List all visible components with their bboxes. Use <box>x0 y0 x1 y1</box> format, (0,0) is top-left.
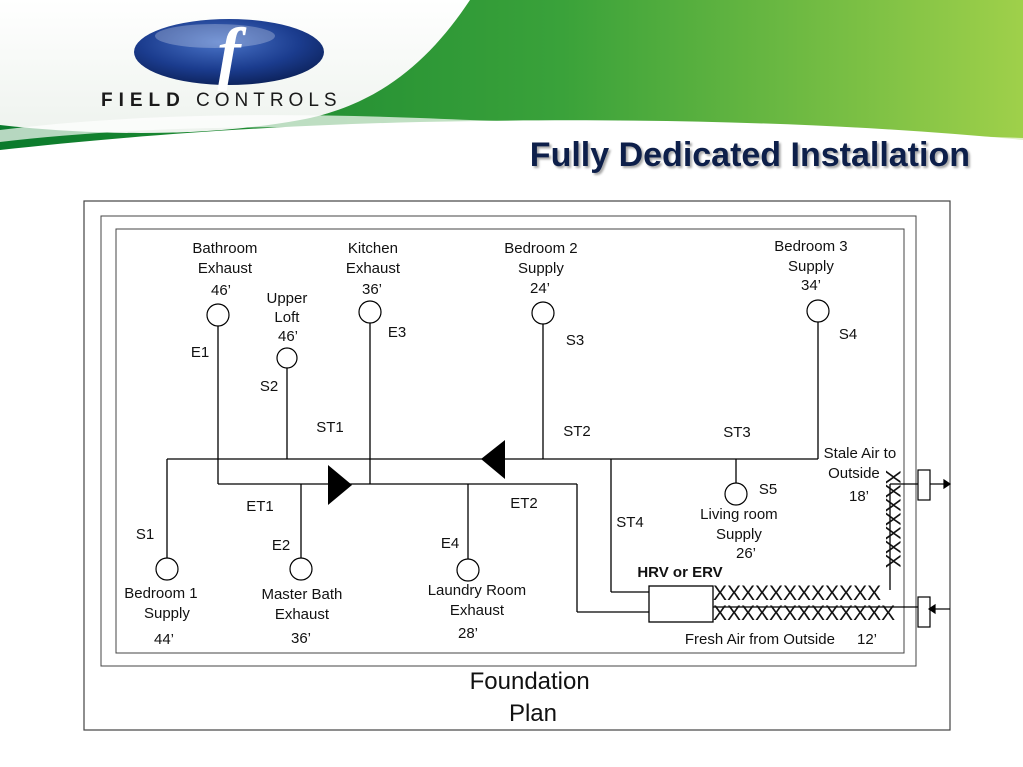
foundation-plan-label: Foundation Plan <box>470 668 597 727</box>
insulation-x-row-2: XXXXXXXXXXXXX <box>713 602 895 625</box>
duct-label-s3: S3 <box>566 332 584 349</box>
diffuser-kitchen-exhaust <box>358 300 382 324</box>
duct-label-st3: ST3 <box>723 424 751 441</box>
duct-label-s2: S2 <box>260 378 278 395</box>
diffuser-bathroom-exhaust <box>206 303 230 327</box>
wall-outer <box>100 215 917 667</box>
label-living-room-supply: Living room Supply 26’ <box>700 506 782 562</box>
label-fresh-air: Fresh Air from Outside 12’ <box>685 631 877 648</box>
header-banner: f FIELD CONTROLS <box>0 0 1023 200</box>
diffuser-bedroom2-supply <box>531 301 555 325</box>
diffuser-upper-loft <box>276 347 298 369</box>
duct-label-s5: S5 <box>759 481 777 498</box>
diffuser-bedroom3-supply <box>806 299 830 323</box>
duct-label-e4: E4 <box>441 535 459 552</box>
label-upper-loft: Upper Loft 46’ <box>266 290 311 345</box>
label-stale-air: Stale Air to Outside 18’ <box>824 445 901 505</box>
brand-controls: CONTROLS <box>196 90 342 111</box>
field-controls-logo: f <box>134 15 324 92</box>
hrv-erv-label: HRV or ERV <box>637 564 722 581</box>
duct-label-e3: E3 <box>388 324 406 341</box>
duct-label-s1: S1 <box>136 526 154 543</box>
label-bedroom1-supply: Bedroom 1 Supply 44’ <box>124 585 202 648</box>
foundation-outer-frame <box>83 200 951 731</box>
insulation-x-row-1: XXXXXXXXXXXX <box>713 582 881 605</box>
label-bedroom2-supply: Bedroom 2 Supply 24’ <box>504 240 582 297</box>
label-master-bath-exhaust: Master Bath Exhaust 36’ <box>261 586 346 647</box>
stale-air-wall-vent <box>917 469 931 501</box>
diffuser-laundry-room <box>456 558 480 582</box>
exhaust-flow-arrow <box>328 465 352 505</box>
wall-inner <box>115 228 905 654</box>
duct-label-e2: E2 <box>272 537 290 554</box>
brand-field: FIELD <box>101 90 186 111</box>
duct-label-et2: ET2 <box>510 495 538 512</box>
diffuser-living-room <box>724 482 748 506</box>
duct-label-e1: E1 <box>191 344 209 361</box>
hrv-erv-unit <box>648 585 714 623</box>
label-laundry-room-exhaust: Laundry Room Exhaust 28’ <box>428 582 531 642</box>
diffuser-master-bath <box>289 557 313 581</box>
supply-flow-arrow <box>481 440 505 479</box>
insulation-x-col: XXXXXXX <box>881 470 904 568</box>
fresh-air-wall-vent <box>917 596 931 628</box>
duct-label-et1: ET1 <box>246 498 274 515</box>
duct-label-st2: ST2 <box>563 423 591 440</box>
page-title: Fully Dedicated Installation <box>529 136 970 174</box>
label-kitchen-exhaust: Kitchen Exhaust 36’ <box>346 240 404 298</box>
diffuser-bedroom1-supply <box>155 557 179 581</box>
label-bedroom3-supply: Bedroom 3 Supply 34’ <box>774 238 852 294</box>
duct-label-st4: ST4 <box>616 514 644 531</box>
duct-label-s4: S4 <box>839 326 857 343</box>
label-bathroom-exhaust: Bathroom Exhaust 46’ <box>192 240 261 299</box>
duct-label-st1: ST1 <box>316 419 344 436</box>
